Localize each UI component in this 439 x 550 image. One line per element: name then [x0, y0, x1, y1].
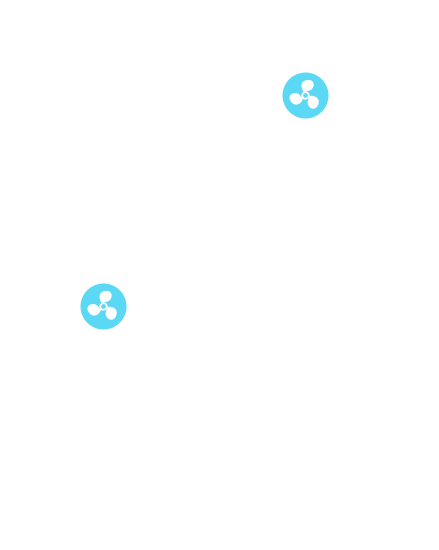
fan-button-top[interactable]	[282, 72, 329, 119]
fan-button-bottom[interactable]	[80, 283, 127, 330]
fan-icon	[282, 72, 329, 119]
fan-icon	[80, 283, 127, 330]
